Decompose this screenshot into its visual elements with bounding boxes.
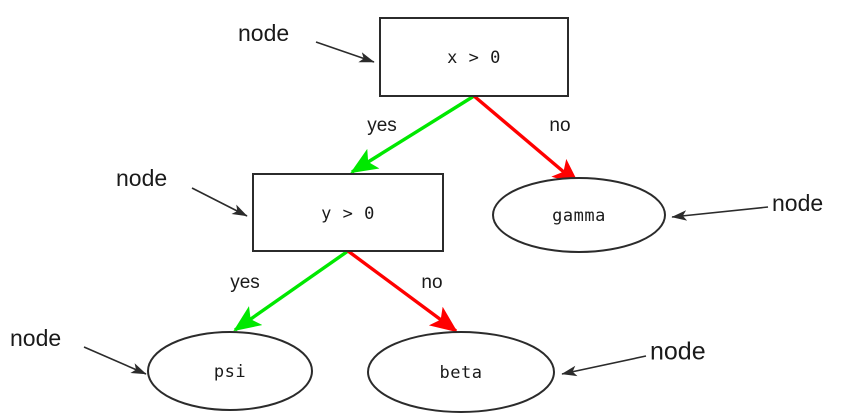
annotation-second-label: node	[116, 165, 167, 191]
node-gamma-ellipse[interactable]	[492, 177, 666, 253]
node-beta[interactable]: beta	[367, 331, 555, 413]
node-root-box[interactable]	[379, 17, 569, 97]
edge-label-root-yes: yes	[367, 115, 397, 136]
edge-label-root-no: no	[549, 115, 570, 136]
node-root-label: x > 0	[447, 48, 501, 68]
edge-root-no-line	[472, 94, 580, 186]
node-second-label: y > 0	[321, 204, 375, 224]
node-second[interactable]: y > 0	[252, 173, 444, 252]
node-psi-ellipse[interactable]	[147, 331, 313, 411]
annotation-gamma: node	[671, 190, 823, 221]
edge-second-no: no	[346, 249, 458, 333]
edge-second-yes-line	[233, 249, 349, 332]
edge-label-second-yes: yes	[230, 272, 260, 293]
annotation-beta: node	[561, 338, 706, 377]
annotation-root: node	[238, 20, 375, 63]
node-beta-ellipse[interactable]	[367, 331, 555, 413]
annotation-psi-leader	[83, 346, 147, 375]
node-gamma[interactable]: gamma	[492, 177, 666, 253]
edge-root-yes-line	[350, 94, 475, 174]
edge-root-yes: yes	[350, 94, 475, 174]
node-gamma-label: gamma	[552, 206, 606, 226]
annotation-beta-label: node	[650, 338, 706, 366]
annotation-second: node	[116, 165, 248, 217]
annotation-root-leader	[315, 41, 375, 63]
edge-second-yes: yes	[230, 249, 349, 332]
edge-label-second-no: no	[421, 272, 442, 293]
node-root[interactable]: x > 0	[379, 17, 569, 97]
node-beta-label: beta	[440, 363, 483, 383]
annotation-root-label: node	[238, 20, 289, 46]
annotation-gamma-label: node	[772, 190, 823, 216]
edge-second-no-line	[346, 249, 458, 333]
annotation-beta-leader	[561, 355, 647, 377]
annotation-gamma-leader	[671, 206, 769, 221]
node-second-box[interactable]	[252, 173, 444, 252]
edge-root-no: no	[472, 94, 580, 186]
annotation-psi: node	[10, 325, 147, 375]
node-psi[interactable]: psi	[147, 331, 313, 411]
node-psi-label: psi	[214, 362, 246, 382]
annotation-second-leader	[191, 187, 248, 217]
annotation-psi-label: node	[10, 325, 61, 351]
